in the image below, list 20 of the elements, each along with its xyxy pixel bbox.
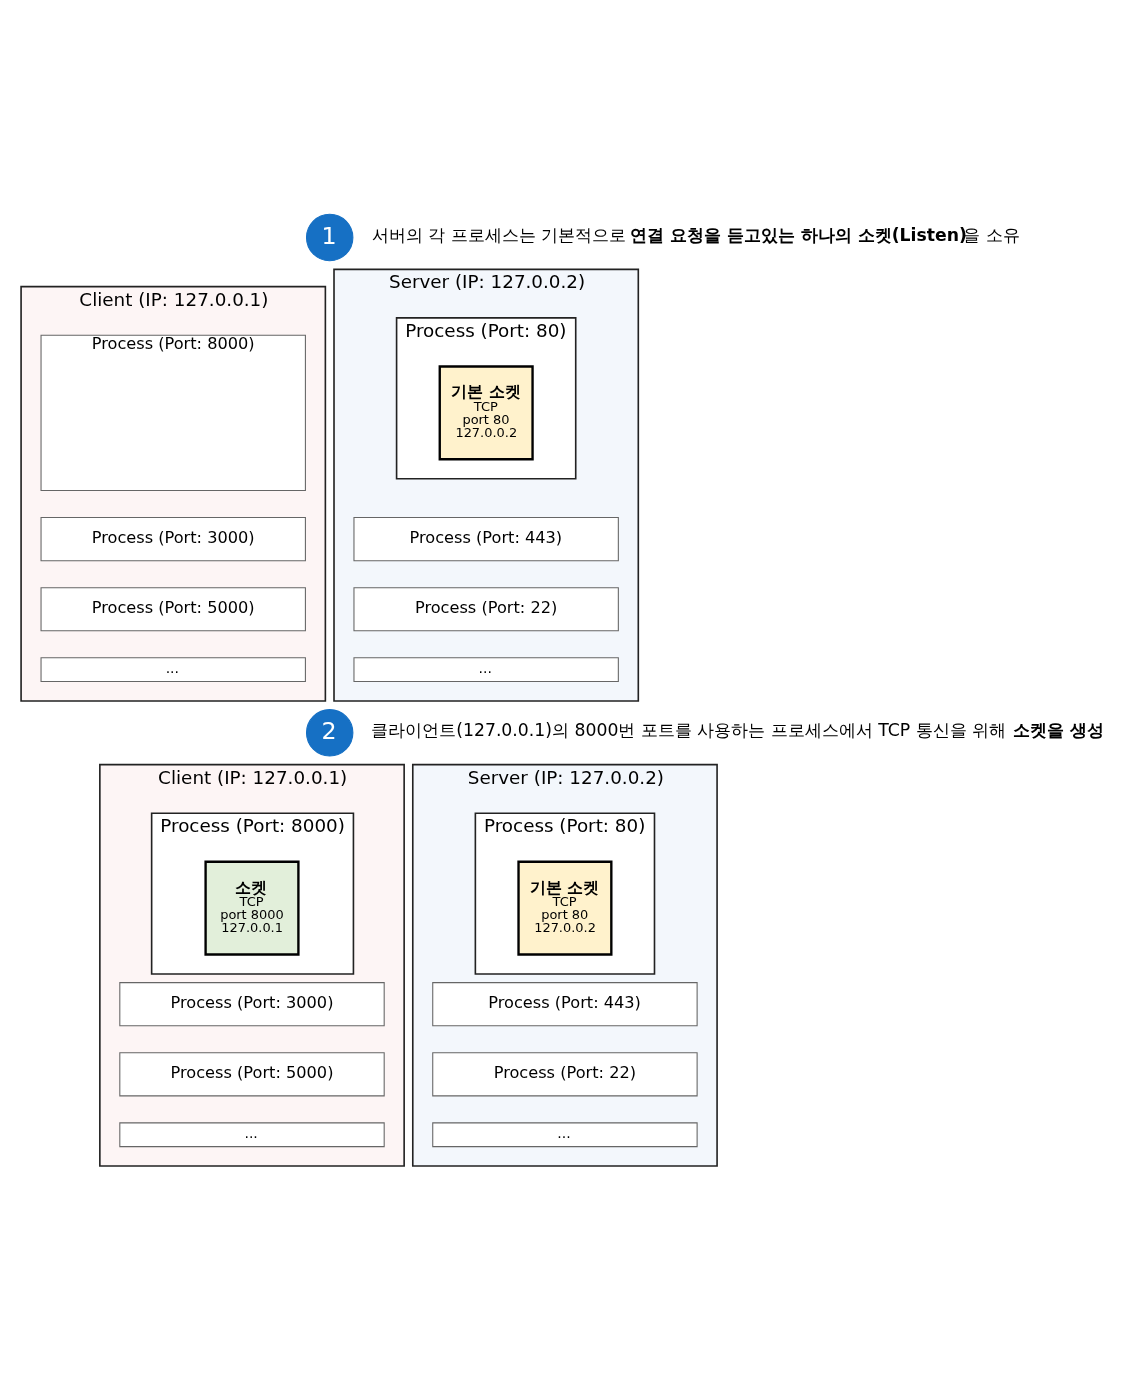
node-box: 기본 소켓 TCP port 80 127.0.0.2 (438, 364, 534, 460)
node-box: Process (Port: 22) (353, 586, 619, 631)
node-box: 기본 소켓 TCP port 80 127.0.0.2 (517, 860, 613, 956)
node-box: ... (432, 1121, 698, 1147)
node-box: Process (Port: 22) (432, 1051, 698, 1096)
node-box: Process (Port: 443) (432, 981, 698, 1026)
node-circle: 2 (305, 708, 354, 757)
node-box: Process (Port: 5000) (119, 1051, 385, 1096)
node-box: ... (119, 1121, 385, 1147)
node-box: ... (353, 656, 619, 682)
node-box: ... (40, 656, 306, 682)
node-box: Process (Port: 443) (353, 516, 619, 561)
node-label: 서버의 각 프로세스는 기본적으로 연결 요청을 듣고있는 하나의 소켓(Listen)을 소유 (371, 224, 1020, 245)
node-label: 클라이언트(127.0.0.1)의 8000번 포트를 사용하는 프로세스에서 TCP 통신을 위해 소켓을 생성 (371, 719, 1105, 740)
node-box: Process (Port: 3000) (119, 981, 385, 1026)
node-circle: 1 (305, 213, 354, 261)
node-box: 소켓 TCP port 8000 127.0.0.1 (204, 860, 300, 956)
node-box: Process (Port: 5000) (40, 586, 306, 631)
node-box: Process (Port: 8000) (40, 334, 306, 491)
node-box: Process (Port: 3000) (40, 516, 306, 561)
